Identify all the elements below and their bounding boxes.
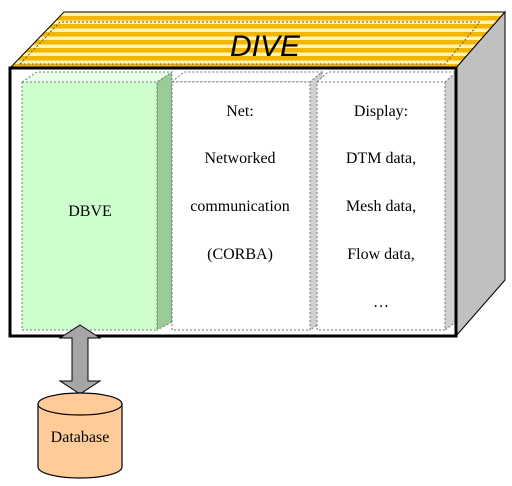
database-link-arrow xyxy=(58,324,102,395)
dbve-module-side xyxy=(156,71,173,331)
dive-title: DIVE xyxy=(230,30,301,63)
box-right-face xyxy=(455,10,506,338)
display-line-5: … xyxy=(373,294,389,311)
net-module-top xyxy=(170,71,324,83)
box-front-outline xyxy=(8,66,458,338)
display-module-front xyxy=(316,81,446,331)
display-module-side xyxy=(444,70,457,331)
database-cylinder xyxy=(37,392,123,479)
net-line-1: Net: xyxy=(226,103,254,120)
net-line-4: (CORBA) xyxy=(207,246,273,263)
display-line-2: DTM data, xyxy=(346,150,416,167)
net-module-front xyxy=(171,81,311,331)
box-top-inner-frame xyxy=(18,21,482,65)
display-line-4: Flow data, xyxy=(347,246,415,263)
net-line-3: communication xyxy=(190,198,290,215)
dbve-module-front xyxy=(21,81,158,331)
display-module-top xyxy=(315,71,458,83)
display-line-1: Display: xyxy=(354,103,408,120)
display-line-3: Mesh data, xyxy=(346,198,416,215)
dbve-label: DBVE xyxy=(68,203,112,220)
database-label: Database xyxy=(51,429,110,446)
net-line-2: Networked xyxy=(204,150,275,167)
dbve-module-top xyxy=(20,71,174,83)
